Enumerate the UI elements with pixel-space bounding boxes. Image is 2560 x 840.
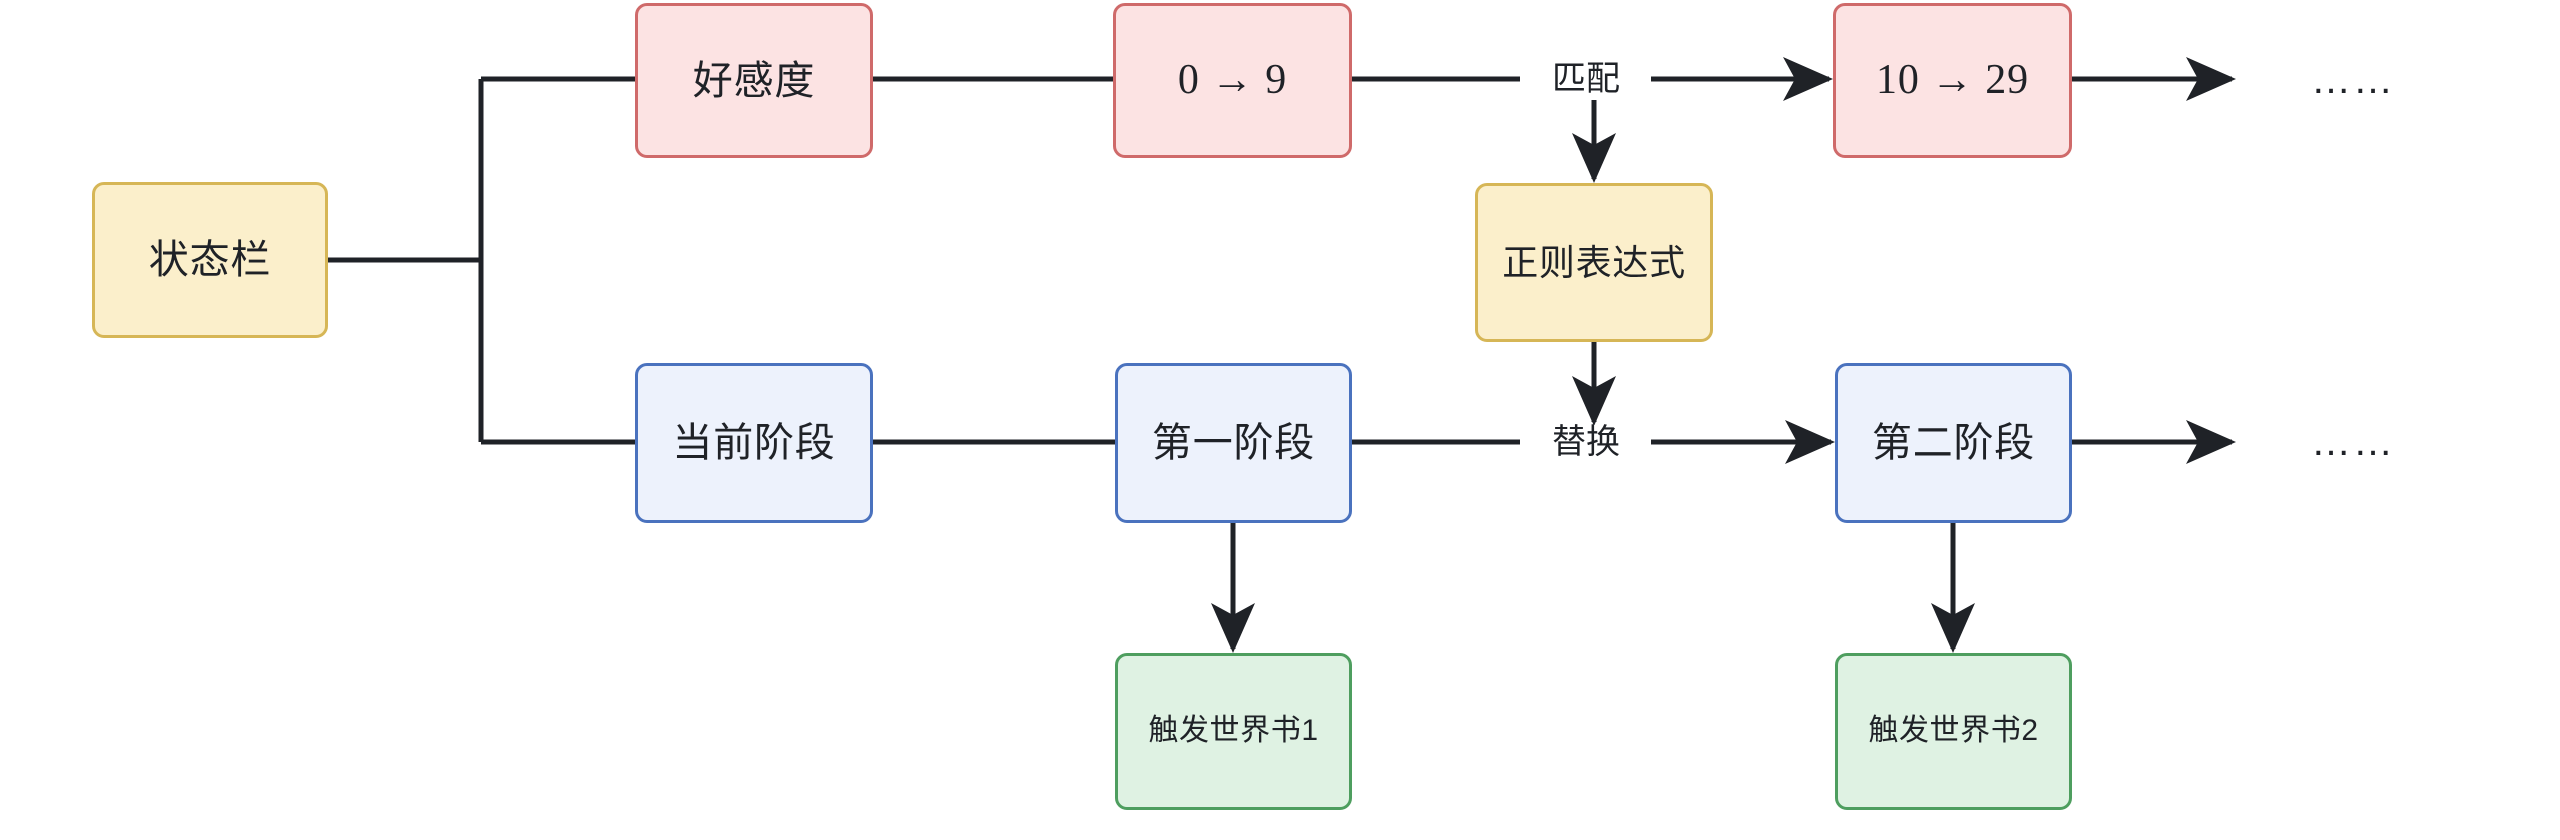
node-current-stage[interactable]: 当前阶段: [635, 363, 873, 523]
node-stage-one-label: 第一阶段: [1151, 421, 1316, 465]
node-status-bar[interactable]: 状态栏: [92, 182, 328, 338]
continuation-ellipsis-top: ……: [2311, 58, 2395, 102]
node-worldbook-two[interactable]: 触发世界书2: [1835, 653, 2072, 810]
node-worldbook-two-label: 触发世界书2: [1868, 714, 2039, 748]
node-affection-label: 好感度: [692, 58, 816, 103]
node-range-0-9-label: 0 → 9: [1177, 57, 1288, 104]
continuation-ellipsis-bottom: ……: [2311, 420, 2395, 464]
node-affection[interactable]: 好感度: [635, 3, 873, 158]
node-worldbook-one-label: 触发世界书1: [1148, 714, 1319, 748]
node-worldbook-one[interactable]: 触发世界书1: [1115, 653, 1352, 810]
node-range-10-29-label: 10 → 29: [1876, 57, 2029, 104]
node-current-stage-label: 当前阶段: [672, 421, 836, 465]
node-stage-two-label: 第二阶段: [1871, 421, 2036, 465]
node-regex[interactable]: 正则表达式: [1475, 183, 1713, 342]
node-stage-two[interactable]: 第二阶段: [1835, 363, 2072, 523]
node-range-10-29[interactable]: 10 → 29: [1833, 3, 2072, 158]
node-regex-label: 正则表达式: [1502, 241, 1686, 283]
node-range-0-9[interactable]: 0 → 9: [1113, 3, 1352, 158]
node-stage-one[interactable]: 第一阶段: [1115, 363, 1352, 523]
edge-label-replace: 替换: [1542, 425, 1630, 459]
edge-label-match: 匹配: [1542, 62, 1630, 96]
node-status-bar-label: 状态栏: [148, 238, 272, 282]
